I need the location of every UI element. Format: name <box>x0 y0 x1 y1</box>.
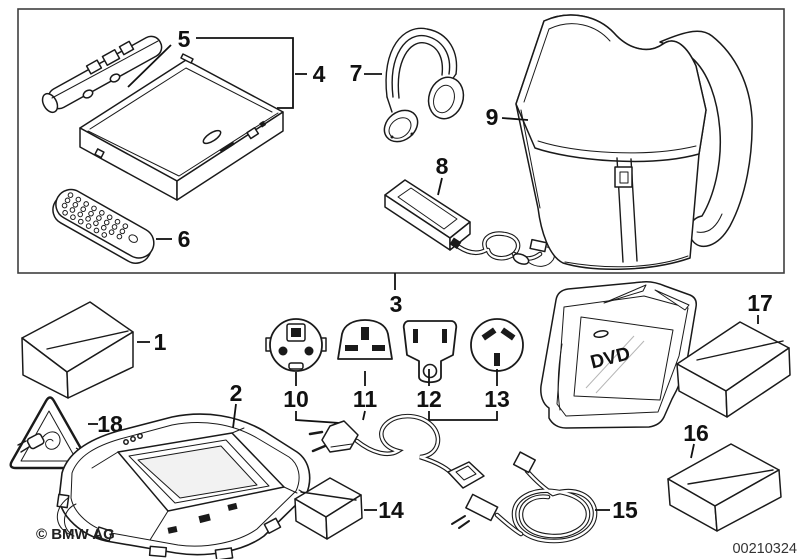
callout-3: 3 <box>390 273 403 317</box>
callout-17: 17 <box>747 290 773 324</box>
callout-9-label: 9 <box>486 104 499 130</box>
callout-8: 8 <box>436 153 449 196</box>
callout-10: 10 <box>283 372 341 424</box>
remote-buttons <box>61 192 138 243</box>
callout-13: 13 <box>429 369 510 421</box>
headphones <box>383 27 465 143</box>
callout-16: 16 <box>683 420 709 459</box>
callout-7: 7 <box>350 60 382 86</box>
copyright-notice: © BMW AG <box>36 526 115 543</box>
callout-2: 2 <box>230 380 243 429</box>
callout-3-label: 3 <box>390 291 403 317</box>
callout-12: 12 <box>416 369 442 422</box>
callout-15-label: 15 <box>612 497 638 523</box>
callout-1-label: 1 <box>154 329 167 355</box>
callout-2-label: 2 <box>230 380 243 406</box>
callout-5: 5 <box>127 26 191 88</box>
callout-13-label: 13 <box>484 386 510 412</box>
drawing-number: 00210324 <box>732 541 797 557</box>
callout-7-label: 7 <box>350 60 363 86</box>
kit-border-frame <box>17 8 785 274</box>
callout-6-label: 6 <box>178 226 191 252</box>
mounting-bar <box>41 35 163 114</box>
plug-pictogram <box>17 431 61 453</box>
callout-9: 9 <box>486 104 529 130</box>
plug-uk <box>337 319 393 360</box>
power-adapter <box>384 179 556 267</box>
callout-12-label: 12 <box>416 386 442 412</box>
callout-1: 1 <box>137 329 167 355</box>
remote-control <box>52 188 155 264</box>
callout-11-label: 11 <box>353 386 378 412</box>
callout-11: 11 <box>353 371 378 421</box>
callout-4: 4 <box>196 37 326 109</box>
parts-box-16 <box>667 443 782 532</box>
plug-us <box>402 320 458 384</box>
dvd-player <box>79 53 284 201</box>
mounting-frame <box>56 413 311 559</box>
callout-17-label: 17 <box>747 290 773 316</box>
callout-8-label: 8 <box>436 153 449 179</box>
callout-6: 6 <box>156 226 190 252</box>
callout-15: 15 <box>595 497 638 523</box>
plug-schuko <box>265 318 327 372</box>
callout-4-label: 4 <box>313 61 326 87</box>
callout-16-label: 16 <box>683 420 709 446</box>
parts-box-17 <box>676 321 791 418</box>
mains-power-cord <box>308 413 485 489</box>
parts-box-14 <box>294 477 363 540</box>
plug-aus <box>470 318 524 372</box>
callout-10-label: 10 <box>283 386 309 412</box>
video-cable <box>451 451 598 544</box>
callout-5-label: 5 <box>178 26 191 52</box>
parts-box-1 <box>21 301 134 399</box>
dvd-screen: DVD <box>540 281 697 429</box>
callout-14: 14 <box>364 497 404 523</box>
callout-14-label: 14 <box>378 497 404 523</box>
carrying-bag <box>515 14 753 270</box>
